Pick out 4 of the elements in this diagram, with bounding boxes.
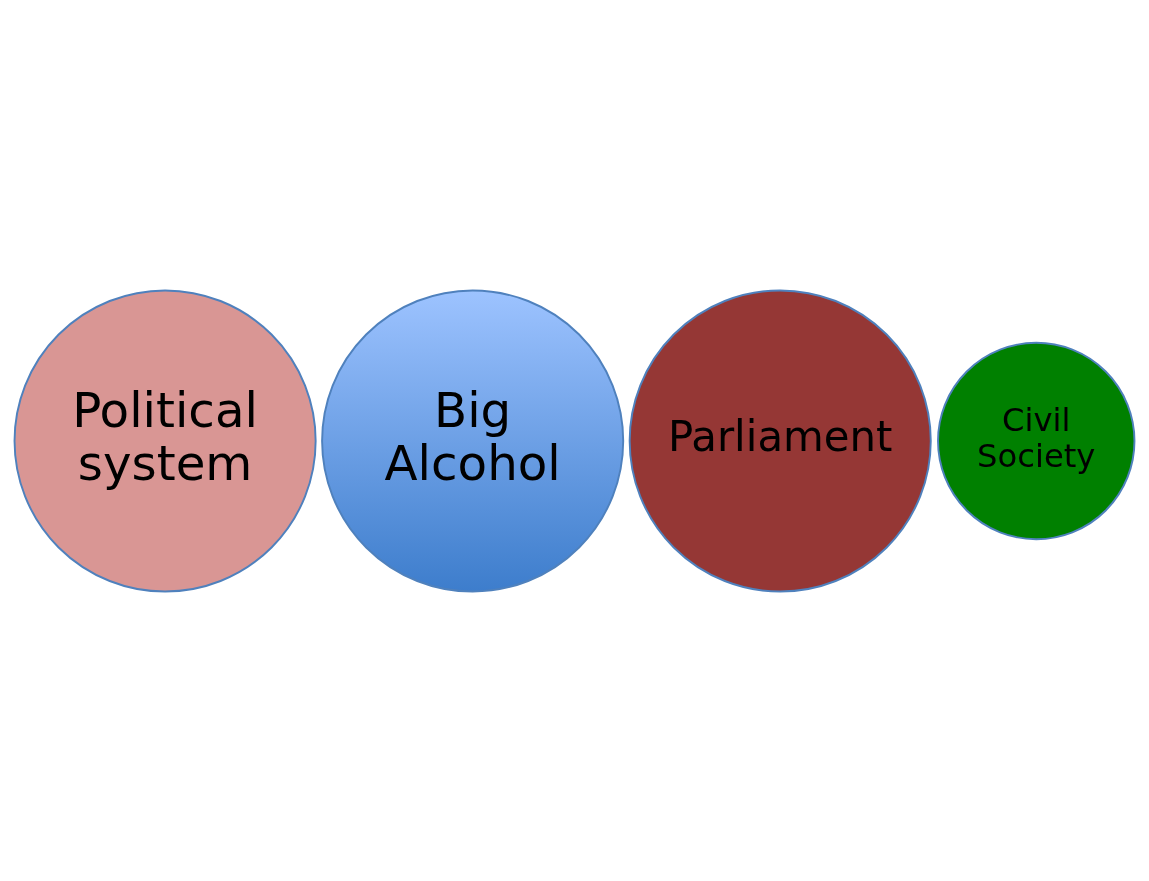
node-circle: Political system xyxy=(13,288,317,593)
node-circle: Civil Society xyxy=(937,341,1136,540)
node-circle: Big Alcohol xyxy=(321,288,625,593)
node-circle: Parliament xyxy=(628,288,932,593)
